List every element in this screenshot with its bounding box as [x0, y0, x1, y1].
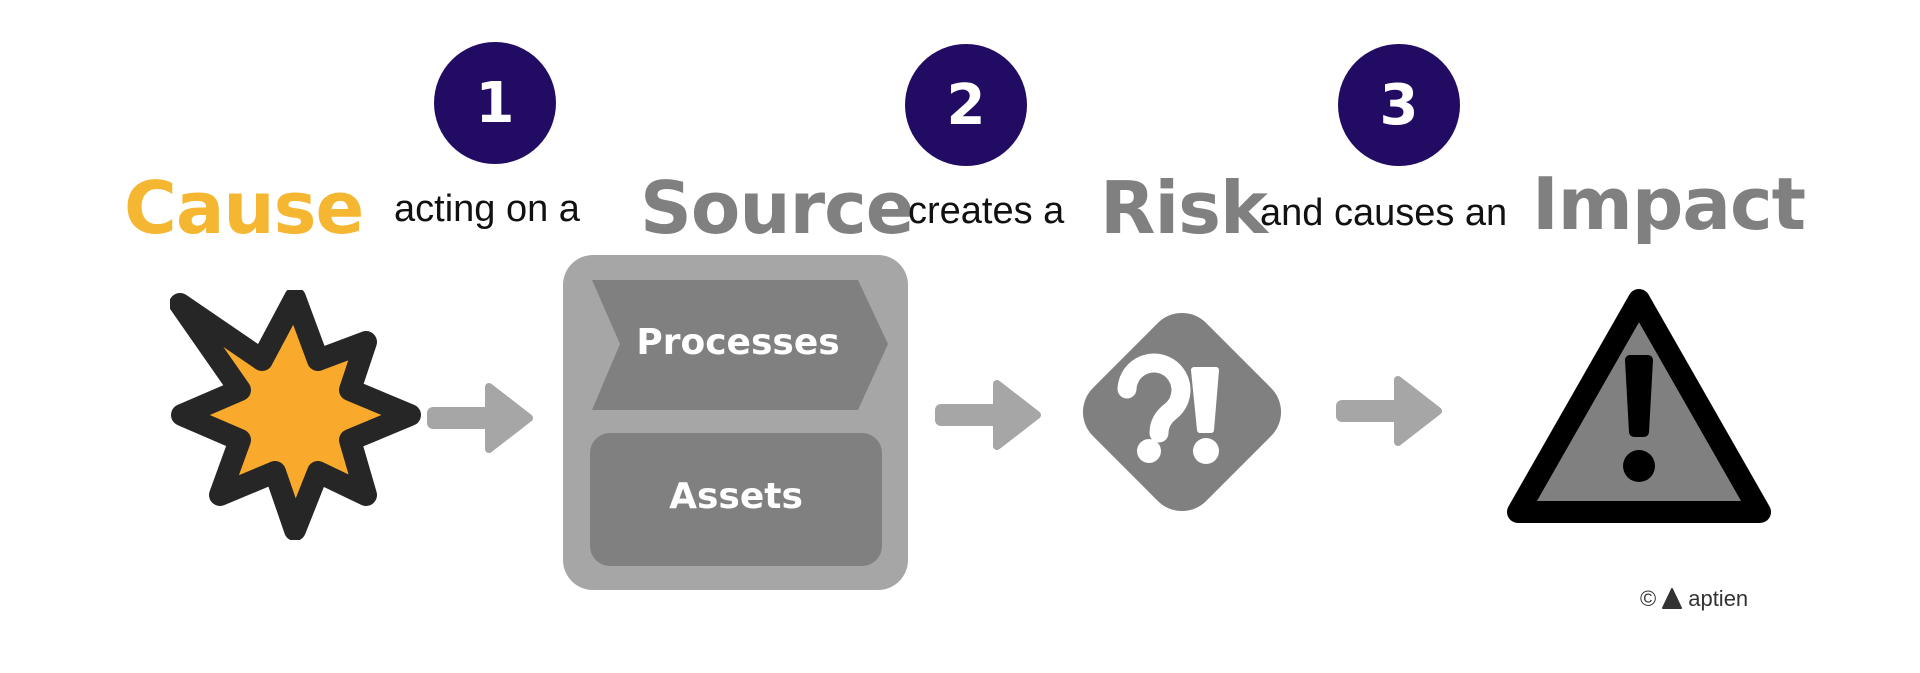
question-exclamation-diamond-icon [1082, 312, 1282, 512]
arrow-3-icon [1336, 376, 1442, 446]
processes-label: Processes [636, 322, 840, 363]
assets-label: Assets [669, 476, 803, 517]
processes-chevron [592, 280, 888, 410]
explosion-icon [170, 290, 421, 540]
impact-word: Impact [1532, 162, 1806, 246]
step-3-badge: 3 [1338, 44, 1460, 166]
source-word: Source [640, 166, 915, 250]
step-1-badge: 1 [434, 42, 556, 164]
brand-name: aptien [1688, 586, 1749, 611]
assets-block [590, 433, 882, 566]
acting-on-text: acting on a [394, 188, 580, 230]
and-causes-text: and causes an [1260, 192, 1508, 234]
arrow-1-icon [427, 383, 533, 453]
copyright-symbol: © [1640, 586, 1657, 611]
step-1-number: 1 [475, 70, 515, 136]
copyright-notice: © aptien [1640, 586, 1748, 612]
warning-triangle-icon [1507, 289, 1771, 523]
risk-word: Risk [1100, 166, 1268, 250]
step-3-number: 3 [1379, 72, 1419, 138]
step-2-badge: 2 [905, 44, 1027, 166]
arrow-2-icon [935, 380, 1041, 450]
step-2-number: 2 [946, 72, 986, 138]
aptien-logo-icon [1662, 588, 1683, 609]
creates-text: creates a [908, 190, 1065, 232]
cause-word: Cause [124, 166, 364, 250]
